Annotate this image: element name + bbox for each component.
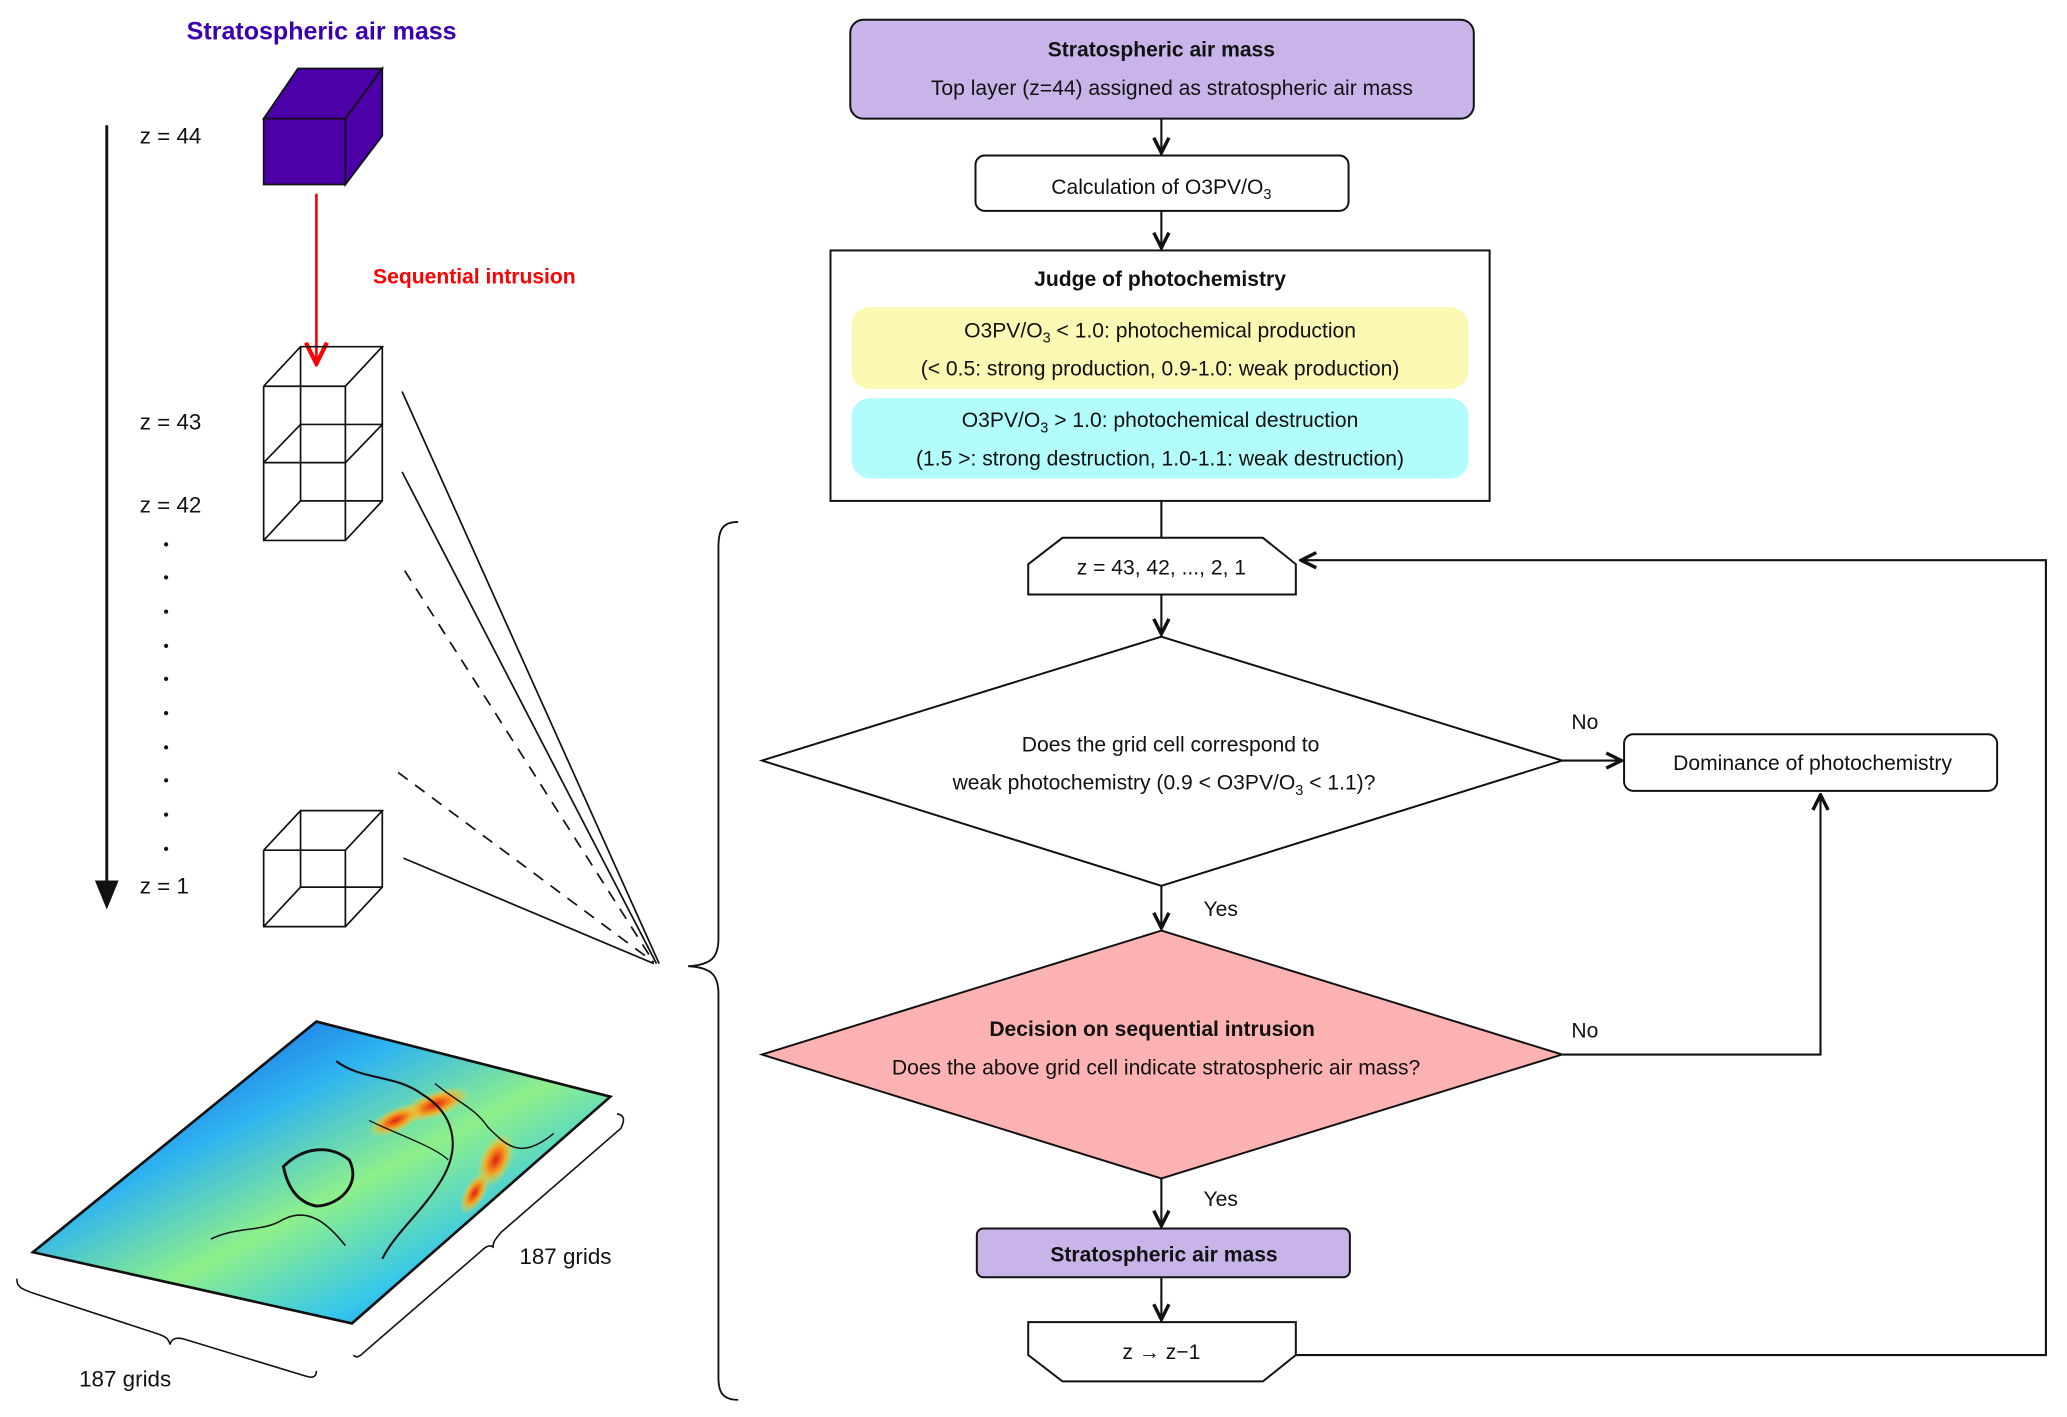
stratospheric-cube-icon — [262, 65, 384, 188]
judge-box: Judge of photochemistry O3PV/O3 < 1.0: p… — [829, 249, 1491, 502]
dominance-box: Dominance of photochemistry — [1623, 733, 1999, 792]
decision2-no-label: No — [1571, 1019, 1598, 1042]
left-panel: Stratospheric air mass z = 44 z = 43 z =… — [16, 18, 739, 1401]
loop-start-text: z = 43, 42, ..., 2, 1 — [1077, 557, 1246, 580]
start-title: Stratospheric air mass — [1048, 39, 1275, 62]
start-box: Stratospheric air mass Top layer (z=44) … — [849, 18, 1475, 120]
decision2-question: Does the above grid cell indicate strato… — [892, 1056, 1420, 1079]
production-line1: O3PV/O3 < 1.0: photochemical production — [964, 319, 1356, 346]
destruction-panel — [851, 398, 1469, 479]
ozone-map-image — [30, 1020, 614, 1325]
brace-x — [16, 1278, 318, 1378]
decision1-line2: weak photochemistry (0.9 < O3PV/O3 < 1.1… — [952, 772, 1376, 799]
calc-box: Calculation of O3PV/O3 — [974, 154, 1350, 212]
decision2-yes-label: Yes — [1204, 1188, 1238, 1211]
level-label-43: z = 43 — [140, 410, 202, 435]
left-title: Stratospheric air mass — [187, 18, 457, 46]
dominance-text: Dominance of photochemistry — [1673, 752, 1952, 775]
z-axis-arrowhead-icon — [94, 880, 119, 910]
decision1-yes-label: Yes — [1204, 898, 1238, 921]
grid-label-y: 187 grids — [519, 1244, 611, 1269]
start-subtitle: Top layer (z=44) assigned as stratospher… — [931, 77, 1413, 100]
grid-label-x: 187 grids — [79, 1367, 171, 1392]
grid-cell-1-icon — [262, 809, 385, 928]
loop-back-arrow — [1295, 560, 2047, 1357]
decision-sequential-intrusion: Decision on sequential intrusion Does th… — [758, 929, 1566, 1180]
level-label-1: z = 1 — [140, 874, 189, 899]
loop-start-box: z = 43, 42, ..., 2, 1 — [1027, 536, 1297, 596]
level-label-42: z = 42 — [140, 493, 202, 518]
production-line2: (< 0.5: strong production, 0.9-1.0: weak… — [921, 358, 1400, 381]
decision1-line1: Does the grid cell correspond to — [1022, 733, 1320, 756]
intrusion-label: Sequential intrusion — [373, 265, 576, 288]
arrow-no-to-dominance-2 — [1562, 795, 1820, 1056]
grid-cells-43-42-icon — [262, 345, 385, 542]
decision2-title: Decision on sequential intrusion — [989, 1018, 1315, 1041]
loop-end-text: z → z−1 — [1122, 1341, 1200, 1364]
production-panel — [851, 307, 1469, 389]
decision-weak-photochemistry: Does the grid cell correspond to weak ph… — [758, 635, 1566, 887]
judge-title: Judge of photochemistry — [1034, 268, 1286, 291]
ellipsis-dots — [163, 542, 169, 851]
stratospheric-end-box: Stratospheric air mass — [975, 1227, 1351, 1279]
decision1-no-label: No — [1571, 711, 1598, 734]
end-box-text: Stratospheric air mass — [1050, 1243, 1277, 1266]
destruction-line2: (1.5 >: strong destruction, 1.0-1.1: wea… — [916, 447, 1404, 470]
calc-text: Calculation of O3PV/O3 — [1051, 176, 1271, 203]
projection-lines — [397, 391, 660, 965]
brace-y — [352, 1113, 625, 1358]
loop-end-box: z → z−1 — [1027, 1321, 1297, 1383]
level-label-44: z = 44 — [140, 124, 202, 149]
destruction-line1: O3PV/O3 > 1.0: photochemical destruction — [962, 409, 1359, 436]
loop-scope-brace — [688, 521, 739, 1401]
flowchart: Stratospheric air mass Top layer (z=44) … — [758, 18, 2047, 1383]
